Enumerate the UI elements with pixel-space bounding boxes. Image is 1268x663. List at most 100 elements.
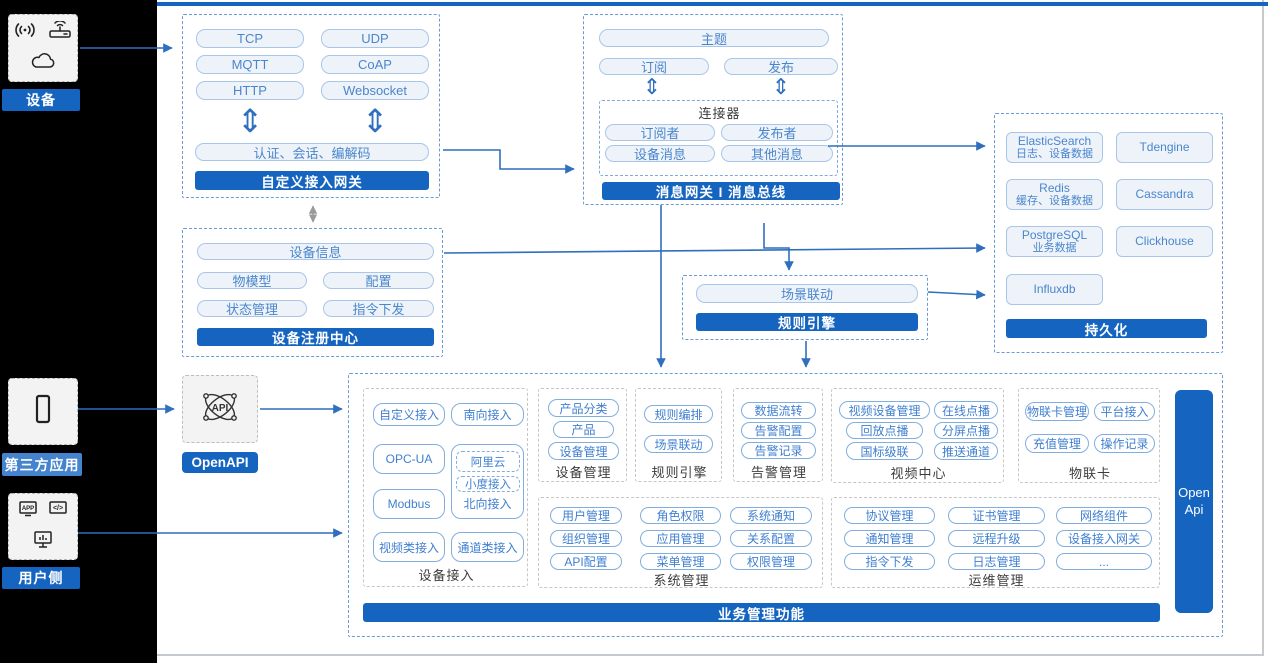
system-pill: 权限管理: [730, 553, 812, 570]
video-pill: 回放点播: [846, 422, 923, 439]
access-pill: 自定义接入: [373, 403, 445, 426]
section-label: 设备管理: [555, 464, 612, 480]
device-info-pill: 设备信息: [197, 243, 434, 260]
svg-text:API: API: [212, 403, 229, 414]
system-pill: API配置: [550, 553, 622, 570]
openapi-icon-box: API: [182, 375, 258, 443]
router-icon: [47, 20, 73, 44]
section-label: 设备接入: [418, 567, 475, 583]
radio-signal-icon: [13, 21, 37, 44]
section-device-access: 自定义接入 南向接入 OPC-UA 阿里云 小度接入 北向接入 Modbus 视…: [363, 388, 528, 587]
system-pill: 组织管理: [550, 530, 622, 547]
auth-session-codec-pill: 认证、会话、编解码: [195, 143, 429, 161]
ops-pill: 协议管理: [844, 507, 935, 524]
system-pill: 角色权限: [640, 507, 721, 524]
section-device-mgmt: 产品分类 产品 设备管理 设备管理: [538, 388, 627, 482]
iot-card-pill: 平台接入: [1094, 402, 1155, 421]
scene-linkage-pill: 场景联动: [696, 284, 918, 303]
ops-pill: 日志管理: [948, 553, 1045, 570]
north-access-label: 北向接入: [463, 497, 512, 511]
registry-pill: 物模型: [197, 272, 307, 289]
chart-monitor-icon: [32, 530, 54, 553]
alarm-pill: 告警配置: [741, 422, 816, 439]
north-sub-pill: 阿里云: [456, 451, 520, 472]
section-system: 用户管理 角色权限 系统通知 组织管理 应用管理 关系配置 API配置 菜单管理…: [538, 497, 823, 588]
double-arrow-icon: [770, 76, 792, 98]
publish-pill: 发布: [724, 58, 838, 75]
video-pill: 在线点播: [934, 401, 998, 419]
registry-pill: 指令下发: [323, 300, 434, 317]
north-access-group: 阿里云 小度接入 北向接入: [451, 444, 524, 519]
section-video: 视频设备管理 在线点播 回放点播 分屏点播 国标级联 推送通道 视频中心: [831, 388, 1004, 483]
protocol-pill: CoAP: [321, 55, 429, 74]
ops-pill: 证书管理: [948, 507, 1045, 524]
device-registry-box: 设备信息 物模型 配置 状态管理 指令下发 设备注册中心: [182, 228, 443, 357]
double-arrow-icon: [641, 76, 663, 98]
double-arrow-icon: [360, 105, 390, 137]
video-pill: 国标级联: [846, 442, 923, 460]
ops-pill: 网络组件: [1056, 507, 1152, 524]
ops-pill: 远程升级: [948, 530, 1045, 547]
section-label: 规则引擎: [651, 464, 708, 480]
mgmt-pill: 产品分类: [548, 399, 619, 417]
user-side-icon-box: APP </>: [8, 493, 78, 560]
protocol-pill: Websocket: [321, 81, 429, 100]
iot-card-pill: 物联卡管理: [1025, 402, 1089, 421]
subscribe-pill: 订阅: [599, 58, 709, 75]
access-pill: 南向接入: [451, 403, 524, 426]
topic-pill: 主题: [599, 29, 829, 47]
rule-engine-box: 场景联动 规则引擎: [682, 275, 928, 340]
open-api-vertical-bar: Open Api: [1175, 390, 1213, 613]
rule-pill: 规则编排: [644, 405, 713, 423]
rail-label-third-party: 第三方应用: [2, 453, 82, 476]
connector-title: 连接器: [698, 105, 741, 121]
section-label: 视频中心: [890, 465, 947, 481]
smartphone-icon: [34, 394, 52, 429]
section-alarm: 数据流转 告警配置 告警记录 告警管理: [733, 388, 823, 482]
mgmt-pill: 设备管理: [548, 442, 619, 460]
svg-text:APP: APP: [22, 506, 34, 512]
double-arrow-icon: [235, 105, 265, 137]
access-pill: 视频类接入: [373, 532, 445, 562]
api-atom-icon: API: [197, 384, 243, 435]
store-pill: Tdengine: [1116, 132, 1213, 163]
section-ops: 协议管理 证书管理 网络组件 通知管理 远程升级 设备接入网关 指令下发 日志管…: [831, 497, 1160, 588]
section-label: 系统管理: [653, 572, 710, 588]
ops-pill: 指令下发: [844, 553, 935, 570]
connector-box: 连接器 订阅者 发布者 设备消息 其他消息: [599, 100, 838, 176]
protocol-pill: MQTT: [196, 55, 304, 74]
rail-label-user-side: 用户侧: [2, 567, 80, 589]
persistence-title-bar: 持久化: [1006, 319, 1207, 338]
openapi-label: OpenAPI: [182, 452, 258, 473]
section-label: 告警管理: [750, 464, 807, 480]
top-accent-line: [157, 2, 1268, 6]
custom-gateway-title-bar: 自定义接入网关: [195, 171, 429, 190]
north-sub-pill: 小度接入: [456, 476, 520, 492]
connector-pill: 其他消息: [721, 145, 833, 162]
ops-pill: 通知管理: [844, 530, 935, 547]
registry-pill: 配置: [323, 272, 434, 289]
system-pill: 菜单管理: [640, 553, 721, 570]
system-pill: 用户管理: [550, 507, 622, 524]
section-label: 运维管理: [968, 572, 1025, 588]
access-pill: Modbus: [373, 489, 445, 519]
section-iot-card: 物联卡管理 平台接入 充值管理 操作记录 物联卡: [1018, 388, 1160, 483]
device-registry-title-bar: 设备注册中心: [197, 328, 434, 346]
iot-card-pill: 操作记录: [1094, 434, 1155, 453]
svg-text:</>: </>: [53, 505, 63, 512]
connector-pill: 设备消息: [605, 145, 715, 162]
rule-engine-title-bar: 规则引擎: [696, 313, 918, 331]
third-party-icon-box: [8, 378, 78, 445]
system-pill: 关系配置: [730, 530, 812, 547]
protocol-pill: TCP: [196, 29, 304, 48]
message-bus-box: 主题 订阅 发布 连接器 订阅者 发布者 设备消息 其他消息 消息网关 I 消息…: [583, 14, 843, 205]
business-title-bar: 业务管理功能: [363, 603, 1160, 622]
connector-pill: 发布者: [721, 124, 833, 141]
access-pill: OPC-UA: [373, 444, 445, 474]
ops-pill: ...: [1056, 553, 1152, 570]
protocol-pill: UDP: [321, 29, 429, 48]
system-pill: 应用管理: [640, 530, 721, 547]
